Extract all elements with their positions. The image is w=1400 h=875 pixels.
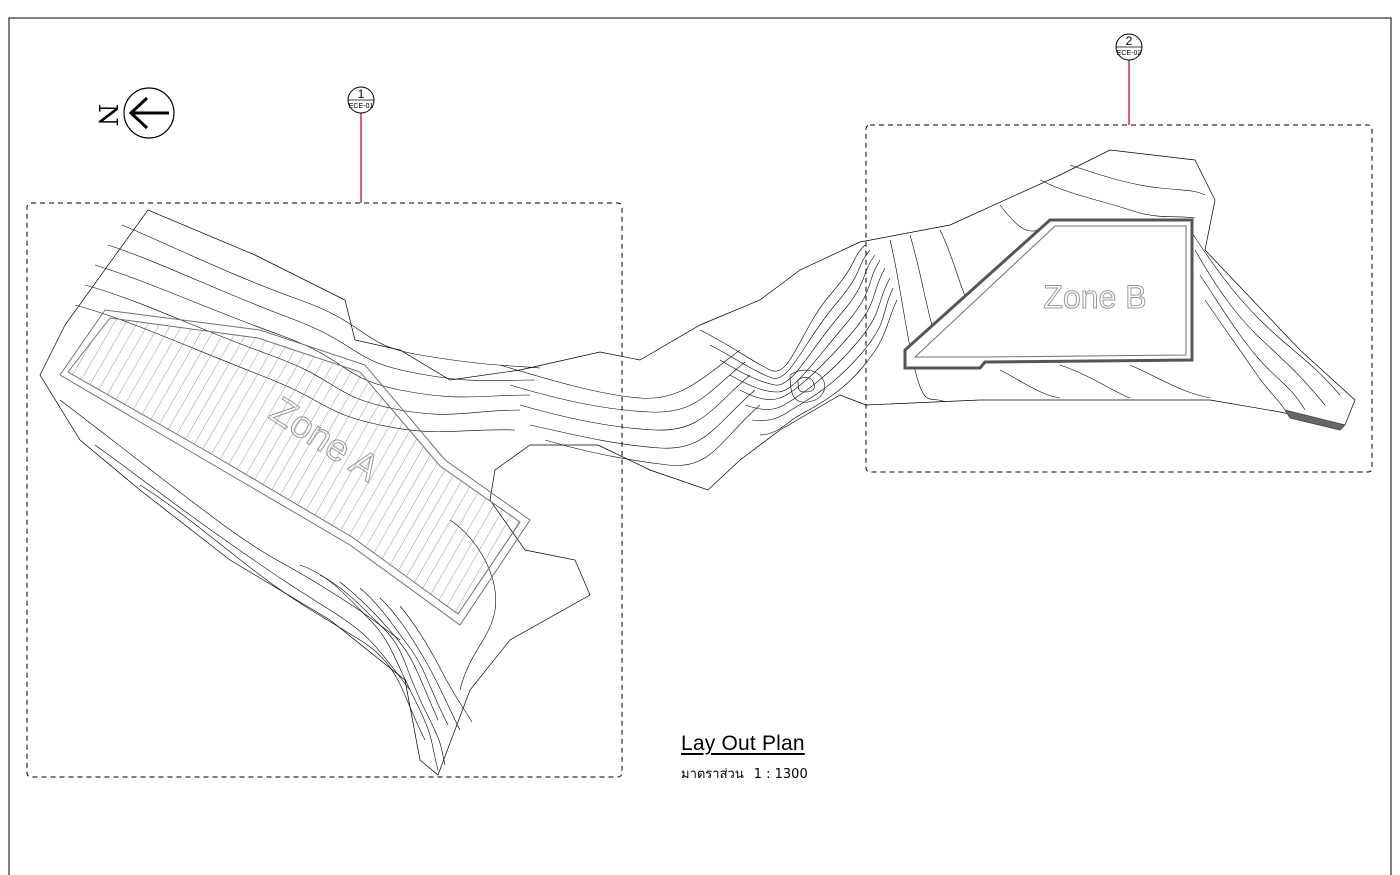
sheet-border xyxy=(8,17,1392,875)
marker-1-sheet: ECE-01 xyxy=(349,103,374,110)
zone-b-building: Zone B xyxy=(903,218,1194,370)
site-boundary xyxy=(39,149,1356,776)
marker-1-number: 1 xyxy=(358,87,365,101)
marker-2-number: 2 xyxy=(1126,34,1133,48)
plan-scale: มาตราส่วน 1 : 1300 xyxy=(681,763,818,784)
plan-title-block: Lay Out Plan มาตราส่วน 1 : 1300 xyxy=(681,732,818,784)
zone-a-frame xyxy=(26,202,623,778)
north-label: N xyxy=(92,104,122,127)
section-marker-1: 1 ECE-01 xyxy=(347,86,375,203)
zone-b-label: Zone B xyxy=(1043,279,1146,315)
section-marker-2: 2 ECE-02 xyxy=(1115,33,1143,125)
marker-2-sheet: ECE-02 xyxy=(1117,50,1142,57)
scale-label: มาตราส่วน xyxy=(681,767,744,782)
zone-b-frame xyxy=(865,124,1373,473)
zone-a-building: Zone A xyxy=(59,309,531,626)
scale-value: 1 : 1300 xyxy=(753,767,808,782)
plan-title: Lay Out Plan xyxy=(681,732,805,755)
zone-b-edge-strip xyxy=(1284,409,1346,431)
north-arrow-left-icon: N xyxy=(92,87,175,139)
contour-lines xyxy=(59,164,1341,771)
